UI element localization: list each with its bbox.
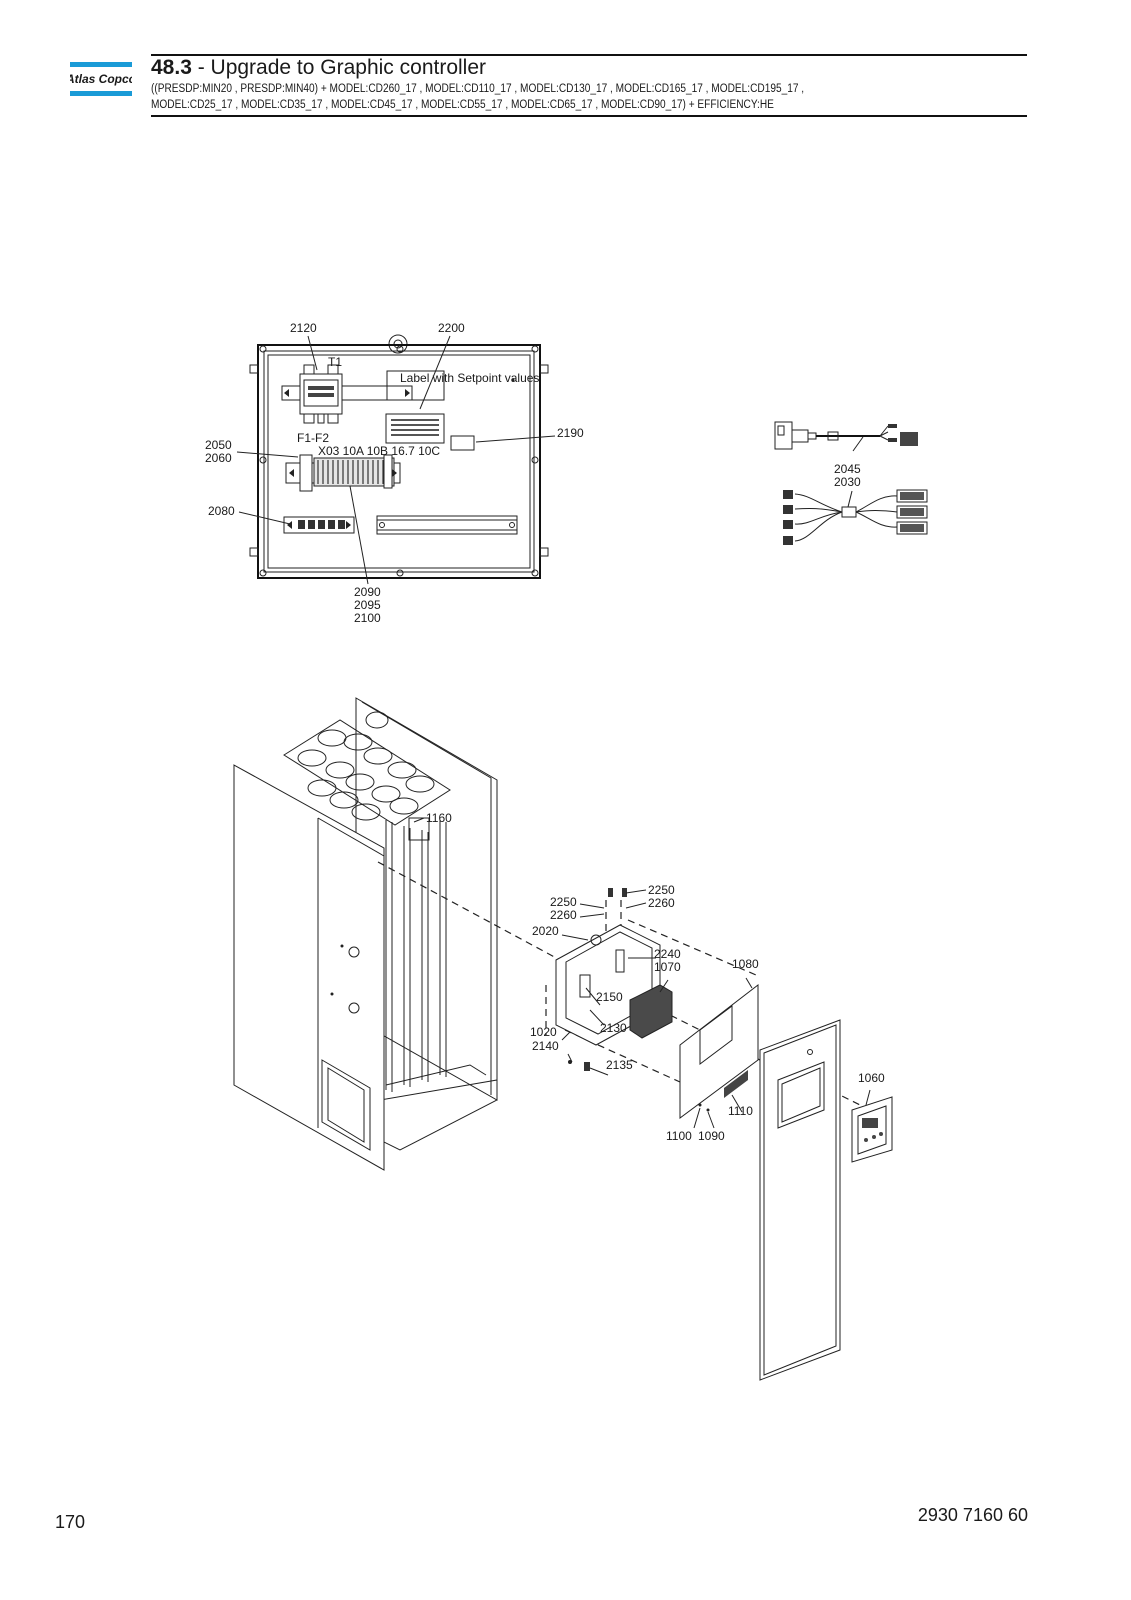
callout-2060: 2060 (205, 451, 232, 465)
electrical-cabinet-drawing: T1 Label with Setpoint values F1-F2 X03 … (205, 321, 584, 625)
fuse-label: F1-F2 (297, 431, 329, 445)
document-number: 2930 7160 60 (917, 1505, 1028, 1525)
callout-2020: 2020 (532, 924, 559, 938)
callout-1020: 1020 (530, 1025, 557, 1039)
callout-2240: 2240 (654, 947, 681, 961)
callout-1160: 1160 (426, 811, 452, 825)
callout-2135: 2135 (606, 1058, 633, 1072)
callout-2120: 2120 (290, 321, 317, 335)
callout-1070: 1070 (654, 960, 681, 974)
header-top-rule (151, 54, 1027, 56)
svg-text:Atlas Copco: Atlas Copco (70, 72, 132, 86)
callout-2200: 2200 (438, 321, 465, 335)
callout-2150: 2150 (596, 990, 623, 1004)
setpoint-label-text: Label with Setpoint values (400, 371, 539, 385)
callout-1090: 1090 (698, 1129, 725, 1143)
callout-2050: 2050 (205, 438, 232, 452)
terminal-header: X03 10A 10B 16.7 10C (318, 444, 440, 458)
applicability-line-2: MODEL:CD25_17 , MODEL:CD35_17 , MODEL:CD… (151, 99, 774, 111)
callout-1110: 1110 (728, 1104, 753, 1118)
header-bottom-rule (151, 115, 1027, 117)
callout-2080: 2080 (208, 504, 235, 518)
applicability-line-1: ((PRESDP:MIN20 , PRESDP:MIN40) + MODEL:C… (151, 83, 805, 95)
callout-2090: 2090 (354, 585, 381, 599)
callout-2045: 2045 (834, 462, 861, 476)
relay-label: T1 (328, 355, 342, 369)
callout-2095: 2095 (354, 598, 381, 612)
atlas-copco-logo: Atlas Copco (65, 62, 136, 96)
callout-2190: 2190 (557, 426, 584, 440)
dryer-exploded-drawing: 1160 2250 2260 2250 2260 2020 2240 1070 … (233, 697, 893, 1381)
callout-2250-a: 2250 (550, 895, 577, 909)
section-number: 48.3 (151, 56, 192, 79)
callout-1080: 1080 (732, 957, 759, 971)
callout-2260-b: 2260 (648, 896, 675, 910)
section-heading: 48.3 - Upgrade to Graphic controller (151, 56, 486, 80)
callout-2130: 2130 (600, 1021, 627, 1035)
callout-1100: 1100 (666, 1129, 692, 1143)
callout-2030: 2030 (834, 475, 861, 489)
section-title: - Upgrade to Graphic controller (191, 56, 487, 79)
callout-2260-a: 2260 (550, 908, 577, 922)
cable-harness-drawing: 2045 2030 (774, 421, 928, 545)
page-number: 170 (55, 1512, 86, 1532)
callout-2100: 2100 (354, 611, 381, 625)
callout-2250-b: 2250 (648, 883, 675, 897)
callout-2140: 2140 (532, 1039, 559, 1053)
callout-1060: 1060 (858, 1071, 885, 1085)
